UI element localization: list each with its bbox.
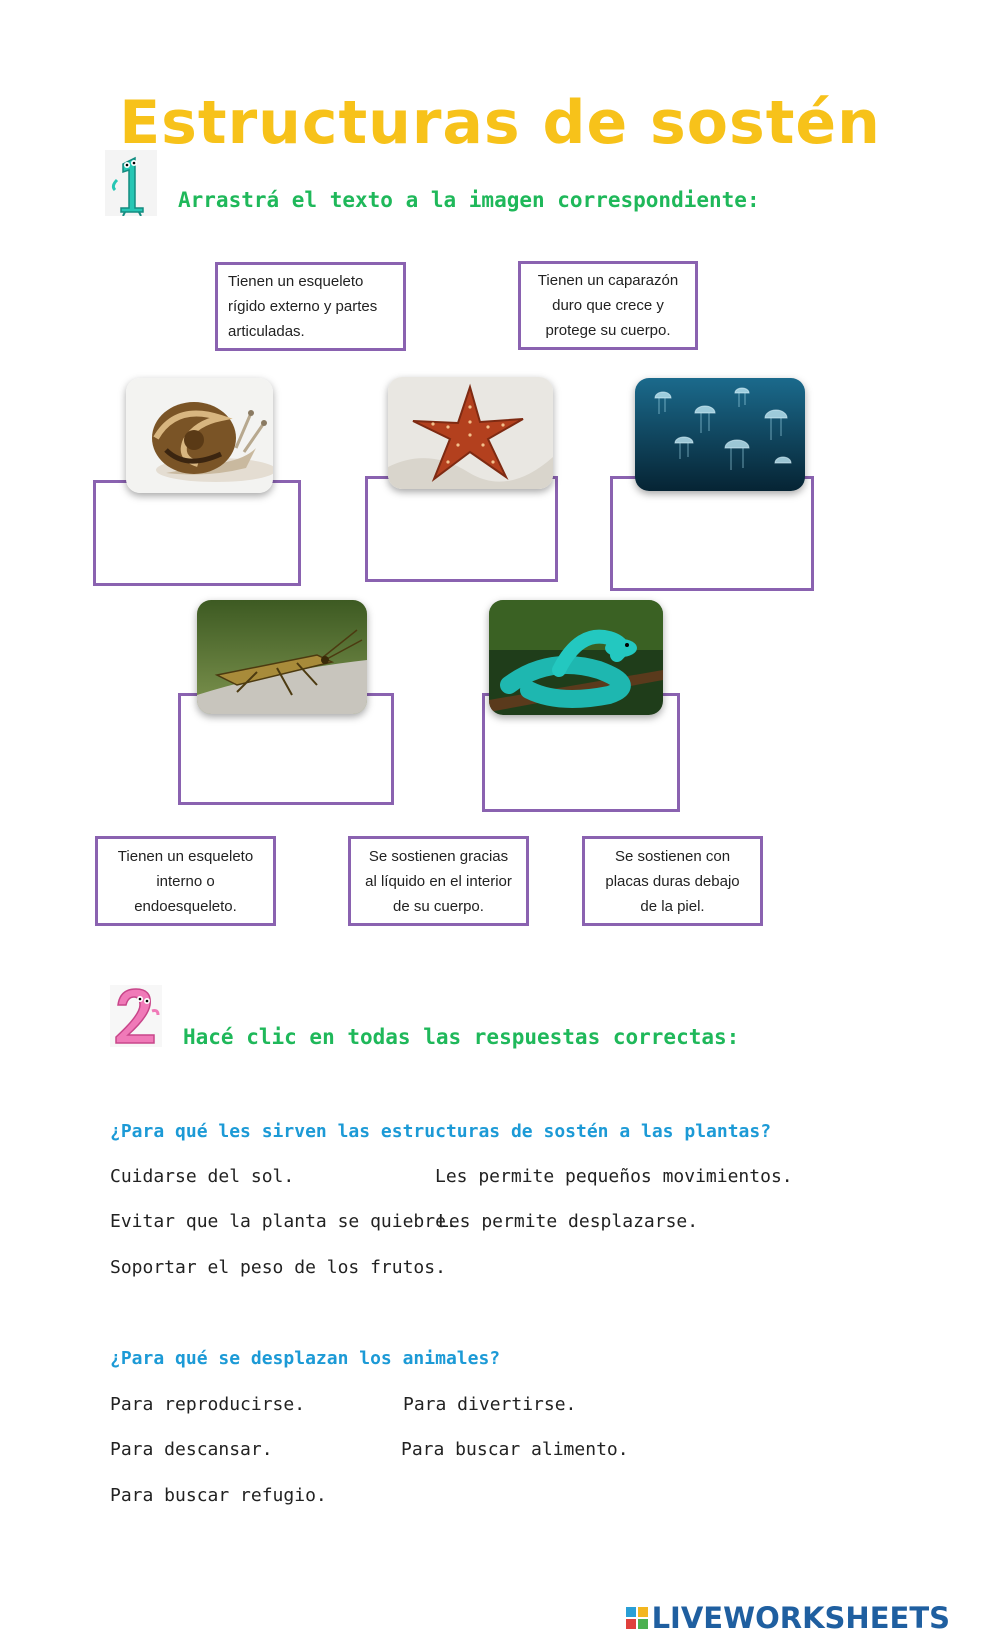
jellyfish-photo xyxy=(635,378,805,491)
answer-option[interactable]: Cuidarse del sol. xyxy=(110,1166,295,1187)
starfish-photo xyxy=(388,377,553,489)
number-one-icon xyxy=(105,150,157,217)
liveworksheets-logo: LIVEWORKSHEETS xyxy=(625,1601,950,1635)
answer-option[interactable]: Les permite pequeños movimientos. xyxy=(435,1166,793,1187)
grasshopper-photo xyxy=(197,600,367,714)
drop-target-starfish[interactable] xyxy=(365,476,558,582)
snake-photo xyxy=(489,600,663,715)
draggable-card-dermal-plates[interactable]: Se sostienen con placas duras debajo de … xyxy=(582,836,763,926)
answer-option[interactable]: Les permite desplazarse. xyxy=(438,1211,699,1232)
answer-option[interactable]: Evitar que la planta se quiebre. xyxy=(110,1211,457,1232)
number-two-icon xyxy=(110,985,162,1051)
logo-grid-icon xyxy=(625,1607,648,1629)
logo-text: LIVEWORKSHEETS xyxy=(651,1601,950,1635)
draggable-card-shell[interactable]: Tienen un caparazón duro que crece y pro… xyxy=(518,261,698,350)
question-animals: ¿Para qué se desplazan los animales? xyxy=(110,1348,501,1369)
draggable-card-exoskeleton[interactable]: Tienen un esqueleto rígido externo y par… xyxy=(215,262,406,351)
section-2-heading: Hacé clic en todas las respuestas correc… xyxy=(183,1025,740,1049)
question-plants: ¿Para qué les sirven las estructuras de … xyxy=(110,1121,772,1142)
draggable-card-endoskeleton[interactable]: Tienen un esqueleto interno o endoesquel… xyxy=(95,836,276,926)
answer-option[interactable]: Para descansar. xyxy=(110,1439,273,1460)
draggable-card-hydrostatic[interactable]: Se sostienen gracias al líquido en el in… xyxy=(348,836,529,926)
snail-photo xyxy=(126,378,273,493)
page-title: Estructuras de sostén xyxy=(119,88,881,158)
answer-option[interactable]: Para divertirse. xyxy=(403,1394,577,1415)
answer-option[interactable]: Para buscar alimento. xyxy=(401,1439,629,1460)
answer-option[interactable]: Para reproducirse. xyxy=(110,1394,306,1415)
answer-option[interactable]: Soportar el peso de los frutos. xyxy=(110,1257,446,1278)
answer-option[interactable]: Para buscar refugio. xyxy=(110,1485,327,1506)
drop-target-snail[interactable] xyxy=(93,480,301,586)
drop-target-jellyfish[interactable] xyxy=(610,476,814,591)
section-1-heading: Arrastrá el texto a la imagen correspond… xyxy=(178,188,760,212)
